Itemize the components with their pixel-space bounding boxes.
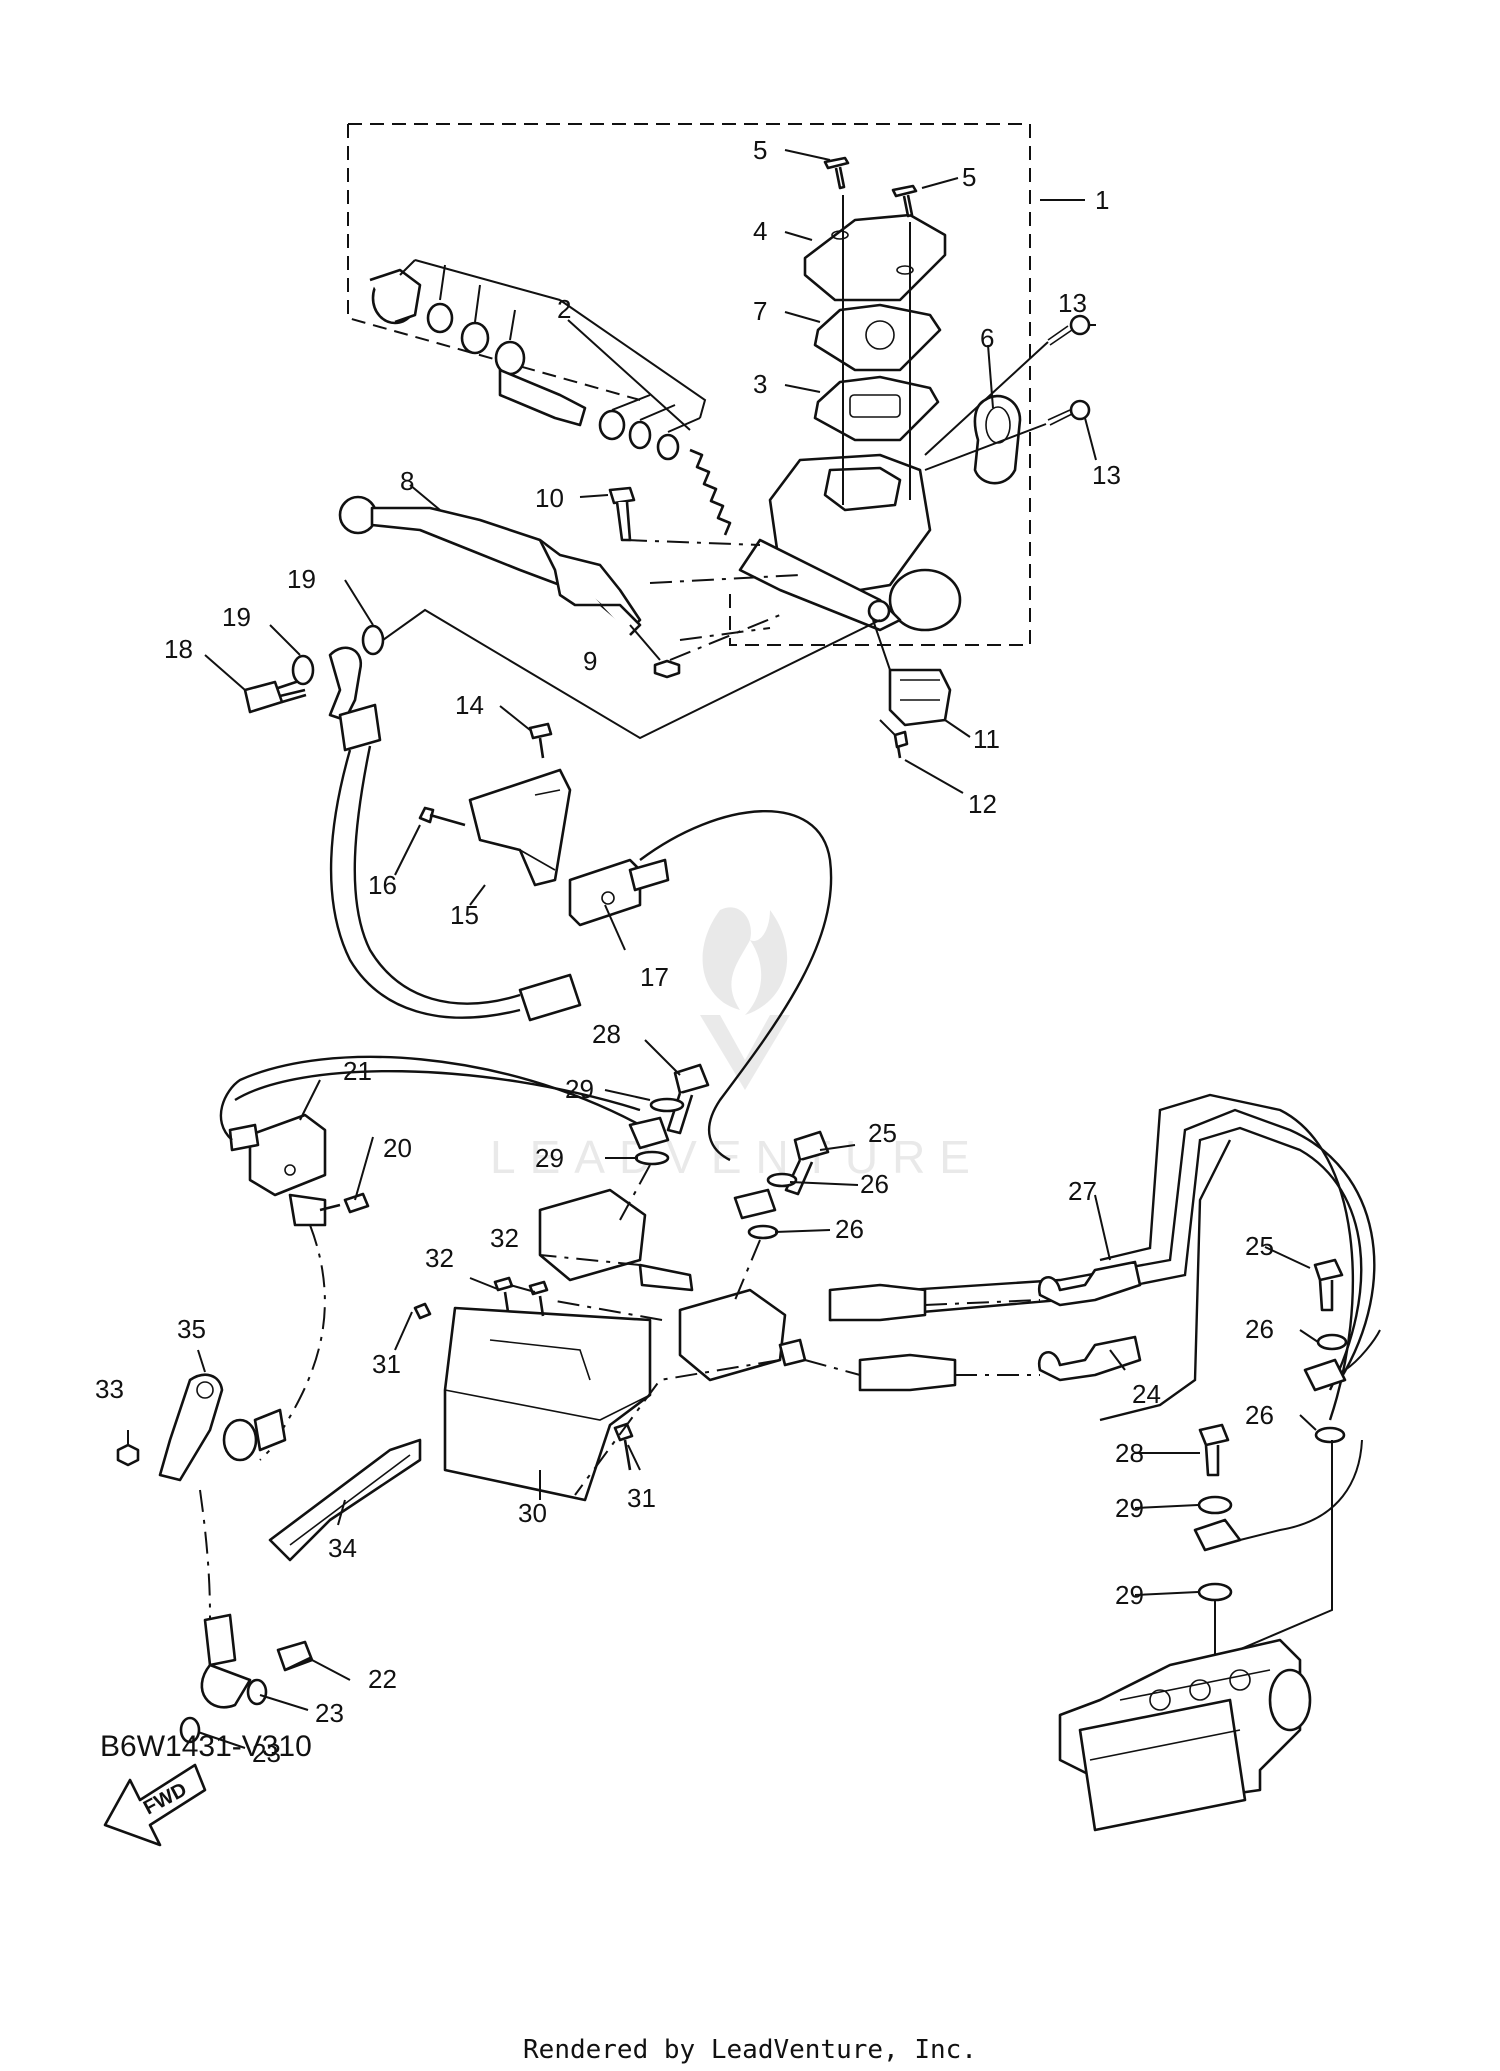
cover-bolt-32a <box>493 1276 514 1313</box>
reservoir-cap <box>803 213 947 302</box>
callout-23b: 23 <box>252 1738 281 1768</box>
hose-upper-lower-link <box>219 1055 641 1141</box>
callout-25b: 25 <box>1245 1231 1274 1261</box>
bracket-bolt-14 <box>528 722 553 759</box>
bracket-bolts <box>1047 314 1091 426</box>
callout-26a: 26 <box>860 1169 889 1199</box>
callout-13b: 13 <box>1092 460 1121 490</box>
callout-8: 8 <box>400 466 414 496</box>
watermark-text: LEADVENTURE <box>490 1131 984 1183</box>
abs-hydraulic-unit <box>1058 1638 1312 1832</box>
callout-28b: 28 <box>1115 1438 1144 1468</box>
union-bolt-28-mid <box>628 1063 710 1166</box>
hose-joint-21 <box>228 1113 327 1227</box>
diaphragm <box>813 375 940 442</box>
render-credit: Rendered by LeadVenture, Inc. <box>523 2035 977 2065</box>
callout-3: 3 <box>753 369 767 399</box>
callout-32a: 32 <box>425 1243 454 1273</box>
abs-joint-rear <box>678 1288 807 1382</box>
callout-26c: 26 <box>1245 1314 1274 1344</box>
piston-kit <box>369 268 732 536</box>
watermark-logo <box>700 907 790 1090</box>
hose-grommet <box>222 1408 287 1462</box>
callout-23a: 23 <box>315 1698 344 1728</box>
callout-25a: 25 <box>868 1118 897 1148</box>
callout-22: 22 <box>368 1664 397 1694</box>
pivot-nut <box>653 659 681 679</box>
cover-bolt-31a <box>413 1302 432 1320</box>
callout-34: 34 <box>328 1533 357 1563</box>
brake-lever <box>338 495 642 636</box>
callout-21: 21 <box>343 1056 372 1086</box>
callout-35: 35 <box>177 1314 206 1344</box>
hose-clamp-35 <box>158 1373 224 1482</box>
callout-10: 10 <box>535 483 564 513</box>
hose-guide-bracket <box>468 768 572 887</box>
diagram-code: B6W1431-V310 <box>100 1730 312 1763</box>
lever-pivot-bolt <box>608 486 636 542</box>
handlebar-bracket <box>973 394 1022 485</box>
cap-screws <box>823 156 918 218</box>
brake-hose-lower <box>179 1613 314 1744</box>
callout-16: 16 <box>368 870 397 900</box>
callout-7: 7 <box>753 296 767 326</box>
brake-hose-upper <box>328 646 833 1162</box>
callout-29a: 29 <box>565 1074 594 1104</box>
callout-5a: 5 <box>753 135 767 165</box>
leader-lines <box>127 149 1319 1749</box>
abs-joint-front <box>538 1188 694 1292</box>
callout-18: 18 <box>164 634 193 664</box>
callout-27: 27 <box>1068 1176 1097 1206</box>
callout-26d: 26 <box>1245 1400 1274 1430</box>
callout-29c: 29 <box>1115 1493 1144 1523</box>
union-bolt-25-right <box>1303 1258 1348 1444</box>
union-bolt-25-mid <box>733 1130 830 1240</box>
bracket-bolt-16 <box>418 806 466 827</box>
union-bolt-upper <box>243 624 385 714</box>
callout-29d: 29 <box>1115 1580 1144 1610</box>
callout-19b: 19 <box>287 564 316 594</box>
fwd-arrow-icon: FWD <box>103 1763 207 1847</box>
callout-29b: 29 <box>535 1143 564 1173</box>
nut-33 <box>116 1443 140 1467</box>
callout-31a: 31 <box>372 1349 401 1379</box>
hose-joint-17 <box>568 858 670 927</box>
callout-31b: 31 <box>627 1483 656 1513</box>
master-cylinder-body <box>738 453 962 632</box>
callout-6: 6 <box>980 323 994 353</box>
callout-30: 30 <box>518 1498 547 1528</box>
cover-bolt-31b <box>613 1422 634 1471</box>
callout-33: 33 <box>95 1374 124 1404</box>
brake-lines-right <box>828 1093 1376 1422</box>
callout-1: 1 <box>1095 185 1109 215</box>
union-bolt-28-right <box>1193 1423 1242 1602</box>
callout-17: 17 <box>640 962 669 992</box>
callout-2: 2 <box>557 294 571 324</box>
brake-light-switch <box>888 668 952 727</box>
callout-19a: 19 <box>222 602 251 632</box>
callout-11: 11 <box>973 724 1000 754</box>
assembly-boundary <box>347 123 1031 646</box>
switch-screw <box>893 730 909 759</box>
callout-14: 14 <box>455 690 484 720</box>
joint-bolt-20 <box>319 1192 370 1214</box>
callout-20: 20 <box>383 1133 412 1163</box>
diaphragm-plate <box>813 303 942 372</box>
callout-32b: 32 <box>490 1223 519 1253</box>
callout-labels: 1 2 3 4 5 5 6 7 8 9 10 11 12 13 13 14 15… <box>95 135 1274 1768</box>
callout-5b: 5 <box>962 162 976 192</box>
cover-bolt-32b <box>528 1280 549 1317</box>
callout-24: 24 <box>1132 1379 1161 1409</box>
callout-15: 15 <box>450 900 479 930</box>
callout-9: 9 <box>583 646 597 676</box>
callout-4: 4 <box>753 216 767 246</box>
callout-12: 12 <box>968 789 997 819</box>
callout-26b: 26 <box>835 1214 864 1244</box>
abs-cover <box>443 1306 652 1502</box>
callout-28a: 28 <box>592 1019 621 1049</box>
callout-13a: 13 <box>1058 288 1087 318</box>
